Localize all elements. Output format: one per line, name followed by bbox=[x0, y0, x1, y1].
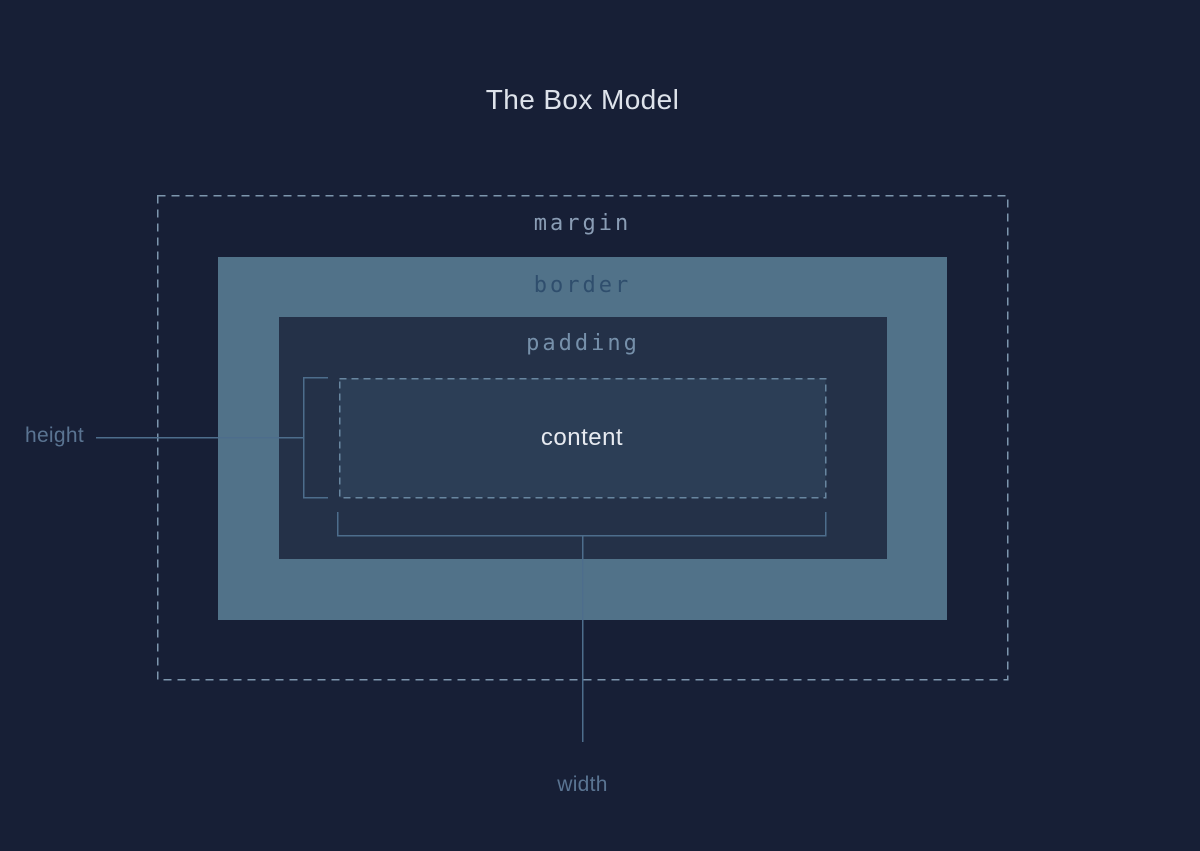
content-box bbox=[338, 377, 827, 499]
width-measure-bracket bbox=[336, 512, 827, 537]
height-annotation-label: height bbox=[24, 424, 84, 447]
margin-label: margin bbox=[533, 211, 632, 236]
width-annotation-label: width bbox=[557, 773, 608, 796]
page-title: The Box Model bbox=[485, 84, 680, 115]
padding-label: padding bbox=[526, 331, 640, 356]
content-label: content bbox=[540, 423, 624, 451]
height-measure-bracket bbox=[302, 376, 328, 499]
border-label: border bbox=[533, 273, 632, 298]
